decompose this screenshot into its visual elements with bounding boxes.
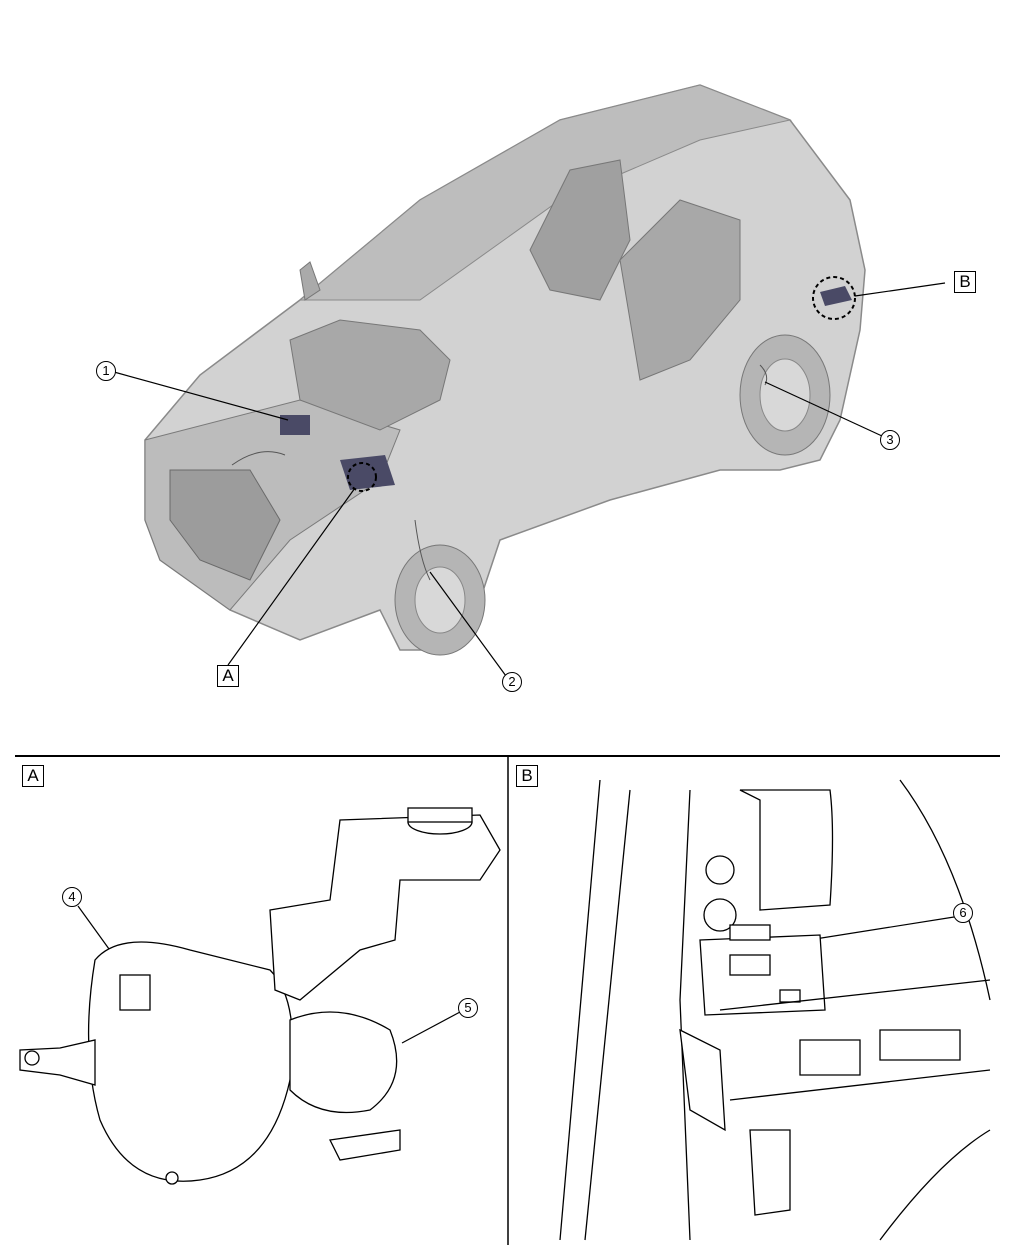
view-label-b: B [954,271,976,293]
view-label-a: A [217,665,239,687]
callout-4: 4 [62,887,82,907]
vehicle-illustration [144,84,866,656]
detail-a-brake-booster [19,807,501,1185]
highlight-circle-b [812,276,856,320]
callout-6: 6 [953,903,973,923]
detail-b-control-unit [559,779,991,1241]
component-a [340,455,395,490]
callout-3: 3 [880,430,900,450]
highlight-circle-a [347,462,377,492]
detail-a-title: A [22,765,44,787]
component-1 [280,415,310,435]
callout-5: 5 [458,998,478,1018]
leader-lines [77,282,955,1044]
component-b [820,286,852,306]
detail-b-title: B [516,765,538,787]
callout-2: 2 [502,672,522,692]
callout-1: 1 [96,361,116,381]
